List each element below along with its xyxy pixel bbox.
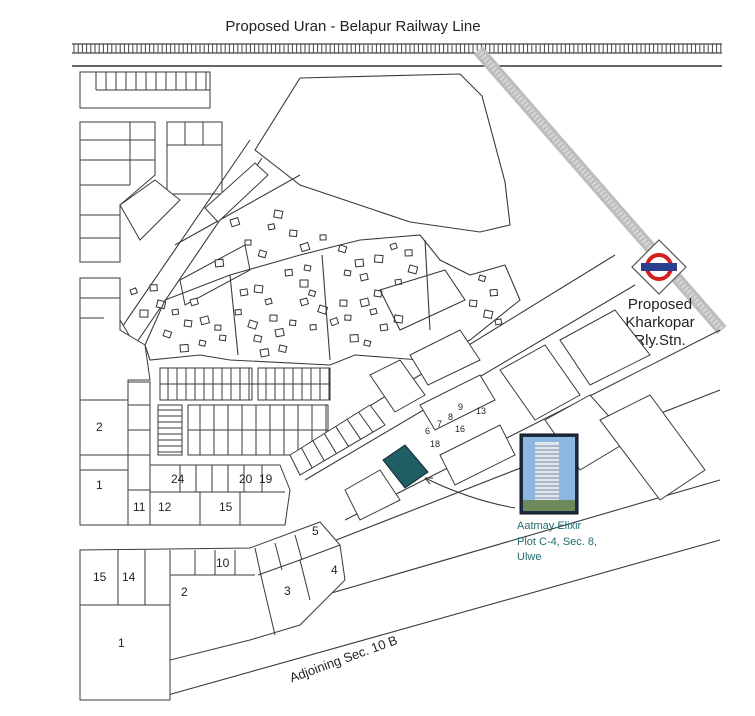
road-label: Adjoining Sec. 10 B — [288, 632, 400, 685]
settlement-huts — [129, 209, 503, 358]
plot-number: 14 — [122, 570, 136, 584]
project-plot-highlight — [382, 444, 429, 489]
railway-title: Proposed Uran - Belapur Railway Line — [225, 18, 480, 35]
plot-number: 6 — [425, 426, 430, 436]
station-label-2: Kharkopar — [625, 314, 694, 331]
plot-numbers: 2 1 11 12 24 20 19 15 10 5 4 3 2 15 14 1… — [93, 402, 486, 650]
plot-number: 24 — [171, 472, 185, 486]
building-photo — [519, 433, 579, 515]
open-plot — [379, 269, 466, 331]
plot-number: 12 — [158, 500, 172, 514]
settlement-boundary — [144, 234, 521, 366]
settlement-path-3 — [424, 239, 431, 331]
pointer-arrow — [424, 477, 516, 509]
angled-blocks — [289, 309, 706, 521]
settlement-path-2 — [321, 254, 331, 361]
lower-blocks — [79, 521, 346, 701]
plot-number: 9 — [458, 402, 463, 412]
plot-number: 8 — [448, 412, 453, 422]
diagonal-railway — [473, 46, 727, 334]
plot-number: 2 — [96, 420, 103, 434]
railway-station-icon — [631, 239, 687, 295]
plot-number: 5 — [312, 524, 319, 538]
open-parcel-outline — [254, 73, 511, 233]
plot-number: 10 — [216, 556, 230, 570]
plot-number: 1 — [96, 478, 103, 492]
plot-number: 1 — [118, 636, 125, 650]
plot-number: 7 — [437, 419, 442, 429]
plot-number: 16 — [455, 424, 465, 434]
plot-number: 15 — [93, 570, 107, 584]
project-label-3: Ulwe — [517, 551, 541, 563]
station-label-1: Proposed — [628, 296, 692, 313]
plot-number: 18 — [430, 439, 440, 449]
station-label-3: Rly.Stn. — [634, 332, 685, 349]
railway-track — [72, 43, 722, 67]
top-left-blocks — [79, 71, 223, 263]
plot-number: 3 — [284, 584, 291, 598]
plot-number: 19 — [259, 472, 273, 486]
project-label-1: Aatmay Elixir — [517, 520, 582, 532]
left-blocks — [79, 277, 291, 526]
plot-number: 4 — [331, 563, 338, 577]
plot-number: 11 — [133, 500, 146, 514]
settlement-path — [229, 274, 239, 356]
project-label-2: Plot C-4, Sec. 8, — [517, 536, 597, 548]
plot-number: 20 — [239, 472, 253, 486]
plot-number: 15 — [219, 500, 233, 514]
plot-number: 2 — [181, 585, 188, 599]
middle-blocks — [157, 367, 331, 456]
plot-number: 13 — [476, 406, 486, 416]
